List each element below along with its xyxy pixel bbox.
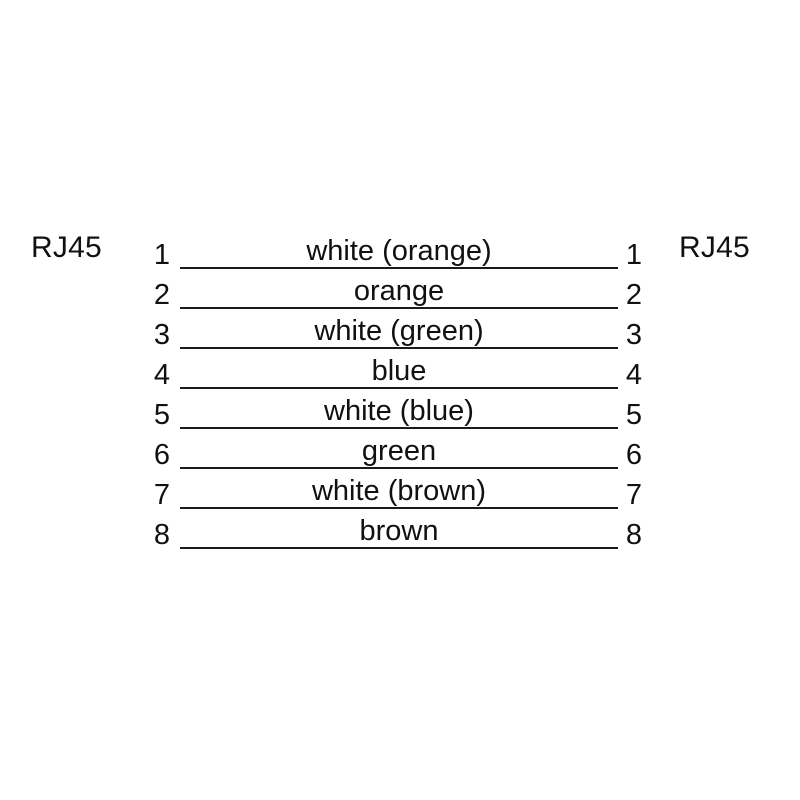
conductor-line <box>180 347 618 349</box>
pin-number-left: 6 <box>153 439 171 471</box>
wire-color-label: white (blue) <box>324 395 474 427</box>
pin-number-left: 2 <box>153 279 171 311</box>
connector-label-right: RJ45 <box>679 231 750 264</box>
pin-number-right: 7 <box>625 479 643 511</box>
pin-number-right: 6 <box>625 439 643 471</box>
conductor-line <box>180 387 618 389</box>
pin-number-right: 5 <box>625 399 643 431</box>
pin-number-left: 3 <box>153 319 171 351</box>
conductor-line <box>180 507 618 509</box>
pin-number-left: 1 <box>153 239 171 271</box>
wire-color-label: orange <box>353 275 445 307</box>
conductor-line <box>180 467 618 469</box>
wire-color-label: white (orange) <box>306 235 492 267</box>
pin-number-left: 5 <box>153 399 171 431</box>
connector-label-left: RJ45 <box>31 231 102 264</box>
conductor-line <box>180 267 618 269</box>
pin-number-right: 3 <box>625 319 643 351</box>
wire-color-label: green <box>361 435 437 467</box>
wire-color-label: white (green) <box>314 315 484 347</box>
pin-number-left: 8 <box>153 519 171 551</box>
pin-number-right: 8 <box>625 519 643 551</box>
wire-color-label: white (brown) <box>311 475 487 507</box>
pin-number-right: 2 <box>625 279 643 311</box>
pin-number-left: 7 <box>153 479 171 511</box>
wire-color-label: brown <box>359 515 439 547</box>
wire-color-label: blue <box>371 355 427 387</box>
pin-number-right: 1 <box>625 239 643 271</box>
conductor-line <box>180 427 618 429</box>
pin-number-right: 4 <box>625 359 643 391</box>
conductor-line <box>180 307 618 309</box>
conductor-line <box>180 547 618 549</box>
pin-number-left: 4 <box>153 359 171 391</box>
